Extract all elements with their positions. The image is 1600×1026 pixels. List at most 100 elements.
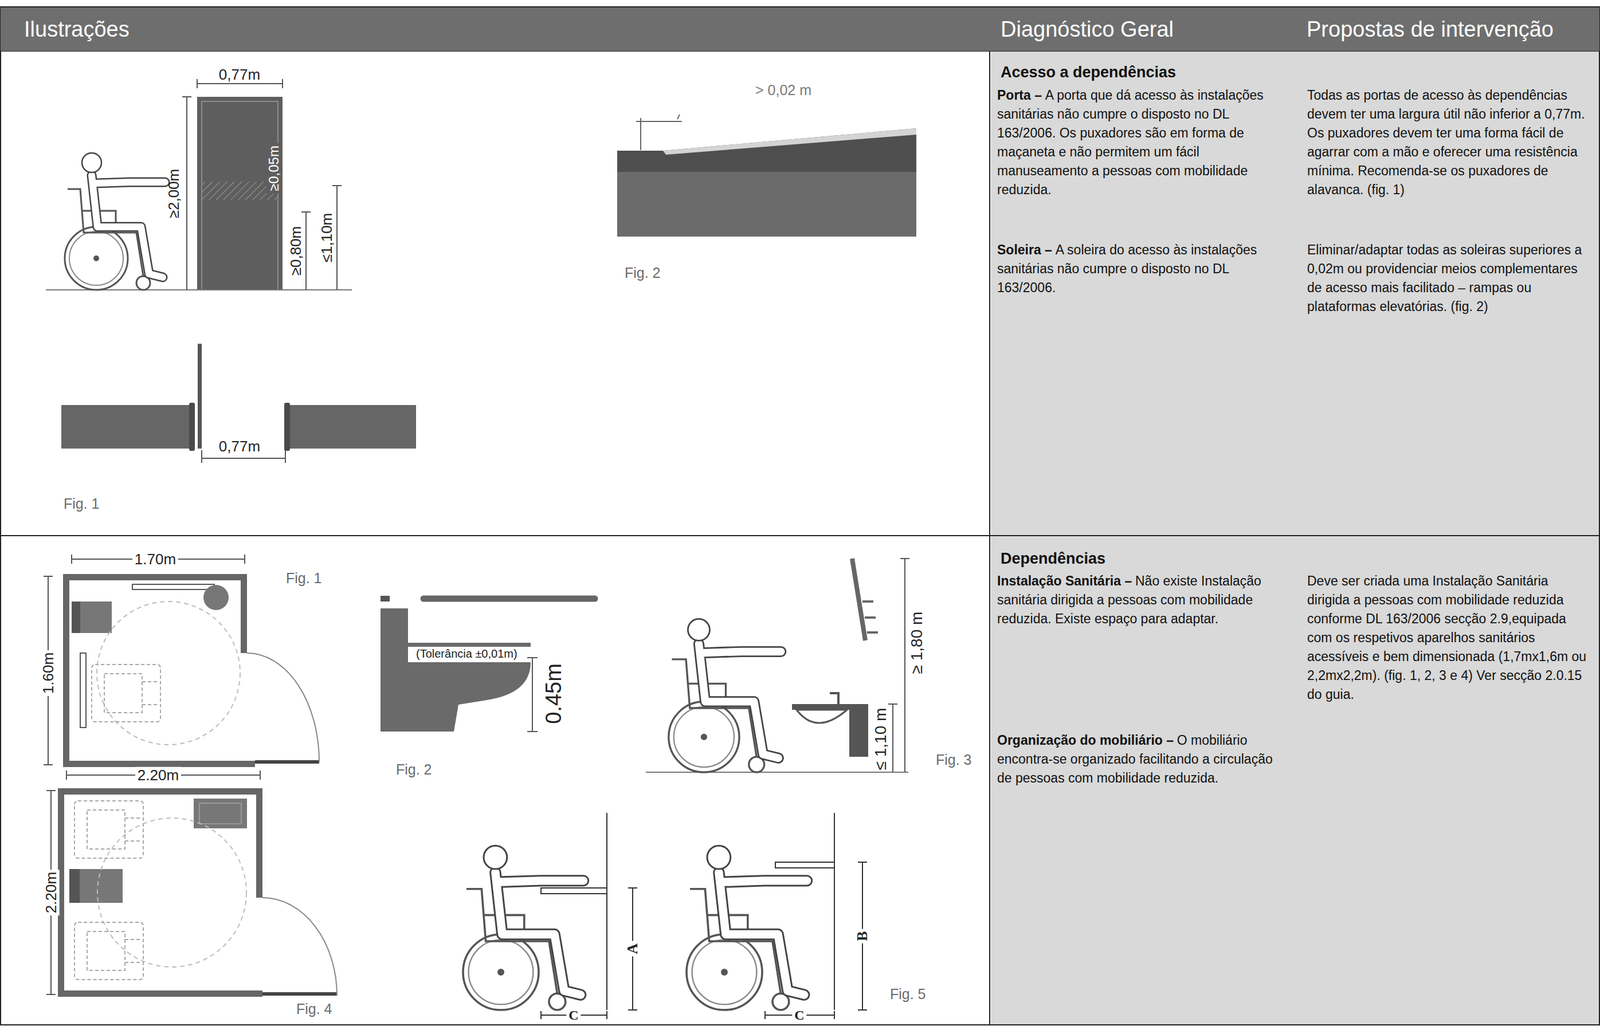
dimension-line <box>182 79 342 290</box>
dimension-letter: C <box>566 1008 581 1023</box>
dimension-line <box>540 862 868 1020</box>
toilet-elevation <box>423 595 595 603</box>
dimension-line <box>904 558 906 773</box>
dimension-line <box>892 704 894 773</box>
wc-plan <box>63 574 70 768</box>
paragraph: Porta –A porta que dá acesso às instalaç… <box>997 85 1287 200</box>
paragraph: Todas as portas de acesso às dependência… <box>1307 85 1594 200</box>
dimension-line <box>284 450 286 464</box>
dimension-label: ≥0,80m <box>287 224 305 279</box>
wc-plan <box>80 653 86 728</box>
dimension-label: 1.70m <box>132 551 179 568</box>
threshold-ramp <box>663 128 917 155</box>
dimension-label: (Tolerância ±0,01m) <box>413 647 520 661</box>
figure-label: Fig. 2 <box>622 265 664 282</box>
door-elevation <box>45 96 352 290</box>
paragraph: Deve ser criada uma Instalação Sanitária… <box>1307 571 1594 705</box>
dimension-label: ≤ 1,10 m <box>872 706 890 774</box>
reach-diagram <box>540 813 835 1011</box>
item-text: Deve ser criada uma Instalação Sanitária… <box>1307 573 1587 703</box>
toilet-elevation <box>408 662 531 732</box>
toilet-elevation <box>408 642 531 647</box>
text-panel: Acesso a dependênciasPorta –A porta que … <box>990 51 1599 536</box>
dimension-line <box>43 575 53 578</box>
wc-plan <box>256 788 263 898</box>
item-heading: Porta – <box>997 87 1042 103</box>
wheelchair-user <box>686 845 807 1011</box>
dimension-line <box>201 450 203 464</box>
dimension-line <box>244 554 246 564</box>
header-band: Ilustrações Diagnóstico Geral Propostas de… <box>0 7 1600 52</box>
door-plan <box>61 405 194 449</box>
dimension-line <box>46 770 261 995</box>
heading-text: Diagnóstico Geral <box>1000 18 1174 41</box>
wc-plan <box>255 760 320 764</box>
paragraph: Organização do mobiliário –O mobiliário … <box>997 731 1287 788</box>
heading-text: Acesso a dependências <box>1000 63 1176 82</box>
item-heading: Instalação Sanitária – <box>997 573 1132 589</box>
dimension-label: ≤1,10m <box>318 210 336 266</box>
wc-plan <box>69 869 123 904</box>
dimension-letter: C <box>791 1008 807 1023</box>
door-plan <box>284 402 290 452</box>
dimension-line <box>182 96 192 98</box>
dimension-line <box>636 114 682 151</box>
table-border <box>1598 6 1600 1026</box>
heading-text: Propostas de intervenção <box>1306 18 1554 41</box>
wc-plan <box>69 869 80 904</box>
wc-plan <box>132 584 215 590</box>
door-elevation <box>201 101 278 290</box>
dimension-line <box>527 657 538 659</box>
threshold-ramp <box>617 128 917 172</box>
dimension-line <box>186 96 188 290</box>
threshold-ramp <box>617 171 917 237</box>
dimension-label: ≥2,00m <box>165 166 183 222</box>
text-panel: DependênciasInstalação Sanitária –Não ex… <box>990 536 1599 1025</box>
washbasin-elevation <box>645 771 909 774</box>
dimension-line <box>764 1011 766 1020</box>
dimension-line <box>540 1011 542 1020</box>
table-border <box>0 6 2 1026</box>
dimension-line <box>888 703 898 705</box>
door-plan <box>285 405 417 449</box>
dimension-line <box>527 731 538 733</box>
section-heading: Dependências <box>1000 550 1106 568</box>
dimension-label: 2.20m <box>135 767 182 784</box>
paragraph: Eliminar/adaptar todas as soleiras super… <box>1307 240 1594 317</box>
wheelchair-outline <box>91 664 161 723</box>
wc-plan <box>63 761 256 768</box>
reach-diagram <box>606 813 608 1011</box>
wc-plan <box>71 601 81 634</box>
dimension-line <box>71 554 73 564</box>
dimension-line <box>857 861 868 864</box>
toilet-elevation <box>380 595 595 732</box>
wc-plan <box>199 803 242 825</box>
dimension-line <box>900 558 910 560</box>
dimension-line <box>43 764 53 766</box>
column-header: Ilustrações <box>24 17 130 42</box>
wc-plan <box>63 574 320 768</box>
figure-label: Fig. 4 <box>293 1001 335 1018</box>
figure-label: Fig. 1 <box>61 496 103 513</box>
wc-plan <box>71 601 112 634</box>
wc-plan <box>57 990 263 998</box>
dimension-line <box>46 790 56 792</box>
heading-text: Dependências <box>1000 549 1106 568</box>
item-text: Todas as portas de acesso às dependência… <box>1307 87 1586 198</box>
table-border <box>0 6 1600 1026</box>
wc-plan <box>262 897 337 996</box>
paragraph: Instalação Sanitária –Não existe Instala… <box>997 571 1287 629</box>
dimension-label: 2.20m <box>42 869 60 916</box>
dimension-letter: A <box>624 941 642 958</box>
dimension-label: ≥ 1,80 m <box>908 609 927 677</box>
paragraph: Soleira –A soleira do acesso às instalaç… <box>997 240 1287 298</box>
dimension-label: 0.45m <box>542 661 567 727</box>
item-heading: Soleira – <box>997 242 1053 258</box>
wc-plan <box>57 788 337 998</box>
figure-label: Fig. 5 <box>887 986 929 1003</box>
door-elevation <box>197 96 283 290</box>
dimension-label: 0,77m <box>216 438 263 456</box>
dimension-line <box>677 114 680 120</box>
dimension-line <box>628 1009 638 1011</box>
dimension-line <box>888 558 910 773</box>
